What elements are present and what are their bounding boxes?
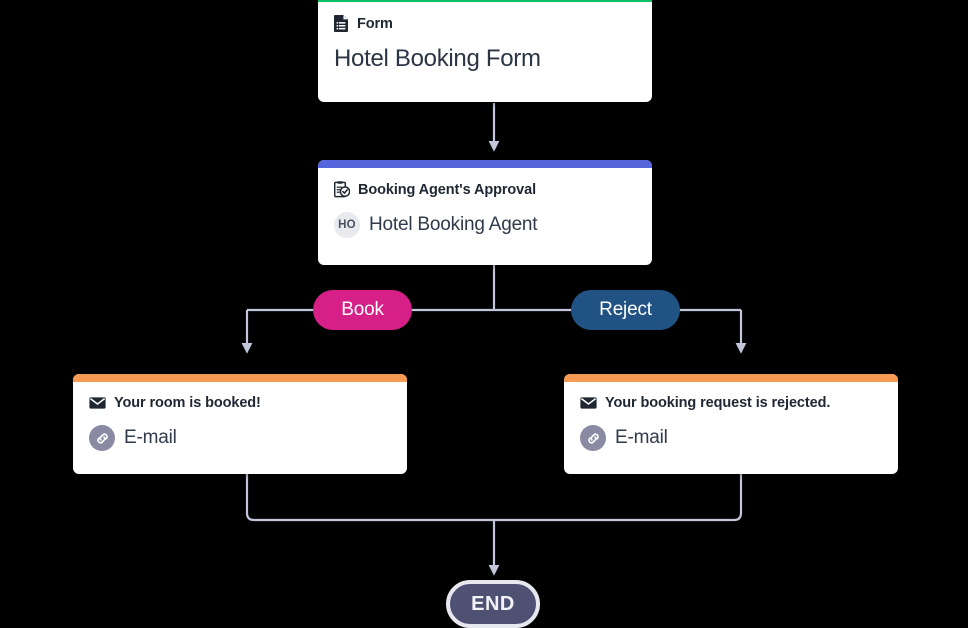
- node-approval-type-label: Booking Agent's Approval: [358, 181, 537, 198]
- connector-merge-left: [245, 474, 494, 522]
- connector-merge-right: [494, 474, 743, 522]
- branch-label-book-text: Book: [341, 299, 384, 320]
- node-email-approved-channel-row: E-mail: [89, 425, 391, 451]
- node-form-title-row: Form: [334, 15, 636, 32]
- link-icon: [89, 425, 115, 451]
- clipboard-check-icon: [334, 181, 350, 198]
- node-email-rejected-body: Your booking request is rejected. E-mail: [564, 382, 898, 451]
- node-end[interactable]: END: [446, 580, 540, 628]
- node-form-card[interactable]: Form Hotel Booking Form: [318, 0, 652, 102]
- branch-label-reject-text: Reject: [599, 299, 652, 320]
- node-approval-body: Booking Agent's Approval HO Hotel Bookin…: [318, 168, 652, 238]
- node-form-accent-bar: [318, 0, 652, 2]
- branch-label-reject[interactable]: Reject: [571, 290, 680, 330]
- node-email-rejected-subject: Your booking request is rejected.: [605, 395, 831, 411]
- node-approval-accent-bar: [318, 160, 652, 168]
- node-email-approved-subject: Your room is booked!: [114, 395, 261, 411]
- node-email-approved-accent-bar: [73, 374, 407, 382]
- node-approval-title-row: Booking Agent's Approval: [334, 181, 636, 198]
- node-form-body: Form Hotel Booking Form: [318, 2, 652, 73]
- node-email-rejected-accent-bar: [564, 374, 898, 382]
- branch-label-book[interactable]: Book: [313, 290, 412, 330]
- node-email-rejected-title-row: Your booking request is rejected.: [580, 395, 882, 411]
- node-email-approved-channel-label: E-mail: [124, 427, 177, 448]
- node-email-rejected-channel-label: E-mail: [615, 427, 668, 448]
- envelope-icon: [580, 397, 597, 409]
- document-icon: [334, 15, 349, 32]
- node-form-type-label: Form: [357, 15, 393, 32]
- node-email-approved-body: Your room is booked! E-mail: [73, 382, 407, 451]
- node-approval-card[interactable]: Booking Agent's Approval HO Hotel Bookin…: [318, 160, 652, 265]
- link-icon: [580, 425, 606, 451]
- envelope-icon: [89, 397, 106, 409]
- node-email-rejected-channel-row: E-mail: [580, 425, 882, 451]
- node-approval-assignee-row: HO Hotel Booking Agent: [334, 212, 636, 238]
- node-email-rejected-card[interactable]: Your booking request is rejected. E-mail: [564, 374, 898, 474]
- node-form-name: Hotel Booking Form: [334, 45, 541, 72]
- node-end-label: END: [471, 592, 515, 615]
- node-email-approved-card[interactable]: Your room is booked! E-mail: [73, 374, 407, 474]
- node-approval-assignee-name: Hotel Booking Agent: [369, 214, 538, 235]
- avatar: HO: [334, 212, 360, 238]
- node-email-approved-title-row: Your room is booked!: [89, 395, 391, 411]
